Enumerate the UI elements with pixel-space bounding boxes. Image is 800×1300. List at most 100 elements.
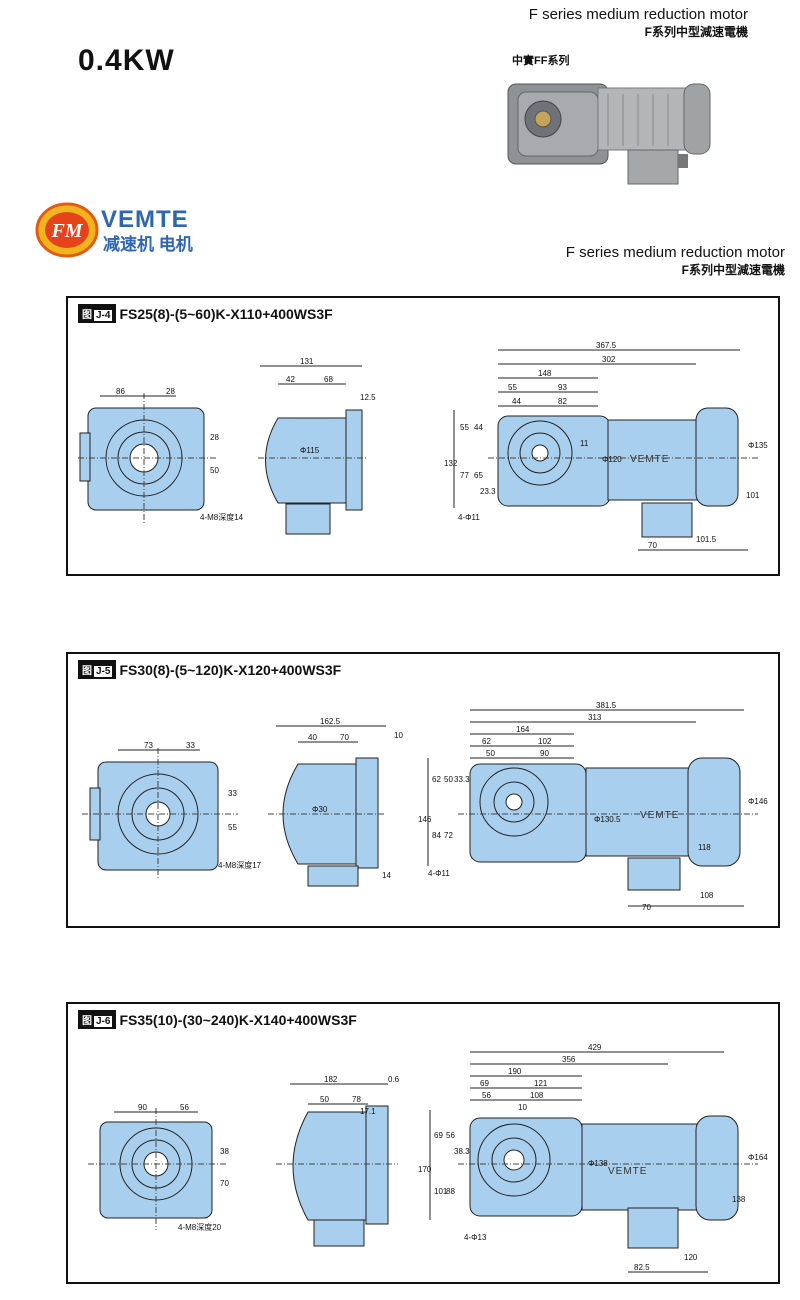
- front-thread-note: 4-M8深度20: [178, 1222, 222, 1232]
- dim-main-d6: 56: [482, 1091, 491, 1100]
- badge-prefix: 图: [82, 1016, 92, 1027]
- power-rating: 0.4KW: [78, 44, 175, 77]
- dim-main-d2: 302: [602, 355, 616, 364]
- main-holes-note: 4-Φ13: [464, 1233, 487, 1242]
- dim-main-b1: 82.5: [634, 1263, 650, 1272]
- dim-main-h4: 101: [434, 1187, 448, 1196]
- logo-tagline: 减速机 电机: [103, 234, 193, 254]
- dim-main-d6: 50: [486, 749, 495, 758]
- dim-main-d8: 10: [518, 1103, 527, 1112]
- dim-side-off: 10: [394, 731, 403, 740]
- technical-drawing: 73 33 33 55 4-M8深度17 162.5 40 70 10 Φ30 …: [82, 701, 768, 912]
- front-thread-note: 4-M8深度17: [218, 860, 262, 870]
- motor-brand-text: VEMTE: [640, 810, 679, 821]
- gear-motor-photo: [507, 83, 711, 185]
- dim-main-d7: 90: [540, 749, 549, 758]
- dim-front-h2: 70: [220, 1179, 229, 1188]
- dim-main-h7: 11: [580, 439, 589, 448]
- dim-main-d4: 55: [508, 383, 517, 392]
- main-holes-note: 4-Φ11: [458, 513, 480, 522]
- drawing-panel-j5: 73 33 33 55 4-M8深度17 162.5 40 70 10 Φ30 …: [66, 652, 780, 928]
- dim-main-h2: 69: [434, 1131, 443, 1140]
- header-mid: F series medium reduction motor F系列中型減速電…: [566, 244, 785, 278]
- dim-main-d5: 93: [558, 383, 567, 392]
- badge-code: J-4: [94, 310, 113, 321]
- dim-side-off: 12.5: [360, 393, 376, 402]
- model-title: FS25(8)-(5~60)K-X110+400WS3F: [119, 305, 333, 322]
- dim-main-d5: 121: [534, 1079, 548, 1088]
- logo-name: VEMTE: [101, 206, 189, 233]
- dim-main-h2: 62: [432, 775, 441, 784]
- dim-main-d2: 313: [588, 713, 602, 722]
- model-title: FS30(8)-(5~120)K-X120+400WS3F: [119, 661, 342, 678]
- badge-code: J-5: [94, 666, 113, 677]
- dim-main-h6: 23.3: [480, 487, 496, 496]
- main-view: VEMTE 381.5 313 164 62 102 50 90 146 62 …: [418, 701, 768, 912]
- dim-main-h3: 44: [474, 423, 483, 432]
- dim-front-h1: 38: [220, 1147, 229, 1156]
- dim-main-total: 429: [588, 1043, 602, 1052]
- dim-main-shaft: Φ130.5: [594, 815, 621, 824]
- dim-main-b2: 101.5: [696, 535, 717, 544]
- dim-main-h6: 38.3: [454, 1147, 470, 1156]
- dim-main-h5: 65: [474, 471, 483, 480]
- dim-main-b2: 120: [684, 1253, 698, 1262]
- dim-side-w1: 42: [286, 375, 295, 384]
- dim-front-h2: 55: [228, 823, 237, 832]
- series-label: 中實FF系列: [512, 55, 570, 67]
- technical-drawing: 90 56 38 70 4-M8深度20 182 50 78 0.6 17.1: [88, 1043, 768, 1273]
- front-thread-note: 4-M8深度14: [200, 512, 244, 522]
- dim-front-w1: 86: [116, 387, 125, 396]
- dim-front-w2: 33: [186, 741, 195, 750]
- dim-main-h3: 56: [446, 1131, 455, 1140]
- main-view: VEMTE 367.5 302 148 55 93 44 82 132 55 4…: [444, 341, 768, 551]
- dim-front-h1: 28: [210, 433, 219, 442]
- dim-main-h1: 132: [444, 459, 458, 468]
- dim-main-d5: 102: [538, 737, 552, 746]
- dim-main-d4: 69: [480, 1079, 489, 1088]
- dim-main-b1: 70: [642, 903, 651, 912]
- dim-main-d2: 356: [562, 1055, 576, 1064]
- dim-side-w: 162.5: [320, 717, 341, 726]
- dim-main-h1: 146: [418, 815, 432, 824]
- dim-main-h1: 170: [418, 1165, 432, 1174]
- drawing-panel-j6: 90 56 38 70 4-M8深度20 182 50 78 0.6 17.1: [66, 1002, 780, 1284]
- dim-main-d7: 82: [558, 397, 567, 406]
- dim-main-b1: 70: [648, 541, 657, 550]
- header-mid-cn: F系列中型減速電機: [681, 263, 785, 277]
- badge-prefix: 图: [82, 310, 92, 321]
- dim-main-motor: Φ135: [748, 441, 768, 450]
- dim-main-d6: 44: [512, 397, 521, 406]
- drawing-panel-j4: 86 28 28 50 4-M8深度14 131 42 68 12.5 Φ115: [66, 296, 780, 576]
- dim-main-h8: 118: [698, 843, 711, 852]
- dim-side-dia: Φ115: [300, 446, 320, 455]
- front-view: 86 28 28 50 4-M8深度14: [78, 387, 244, 523]
- dim-side-w1: 50: [320, 1095, 329, 1104]
- motor-brand-text: VEMTE: [608, 1166, 647, 1177]
- vemte-logo: FM VEMTE 减速机 电机: [35, 202, 193, 258]
- main-holes-note: 4-Φ11: [428, 869, 450, 878]
- dim-main-h4: 84: [432, 831, 441, 840]
- dim-main-total: 367.5: [596, 341, 617, 350]
- dim-side-w: 131: [300, 357, 314, 366]
- dim-side-w1: 40: [308, 733, 317, 742]
- side-view: 131 42 68 12.5 Φ115: [258, 357, 376, 535]
- dim-front-w1: 73: [144, 741, 153, 750]
- dim-front-h1: 33: [228, 789, 237, 798]
- dim-side-w2: 68: [324, 375, 333, 384]
- dim-side-dia: Φ30: [312, 805, 328, 814]
- dim-main-d3: 148: [538, 369, 552, 378]
- front-view: 73 33 33 55 4-M8深度17: [82, 741, 262, 880]
- dim-main-h8: 101: [746, 491, 760, 500]
- header-top: F series medium reduction motor F系列中型減速電…: [529, 6, 748, 40]
- logo-mark: FM: [50, 220, 83, 242]
- dim-front-w1: 90: [138, 1103, 147, 1112]
- dim-main-b2: 108: [700, 891, 714, 900]
- dim-main-h3: 50: [444, 775, 453, 784]
- dim-side-w2: 78: [352, 1095, 361, 1104]
- front-view: 90 56 38 70 4-M8深度20: [88, 1103, 229, 1232]
- dim-front-w2: 28: [166, 387, 175, 396]
- side-view: 182 50 78 0.6 17.1: [276, 1075, 400, 1247]
